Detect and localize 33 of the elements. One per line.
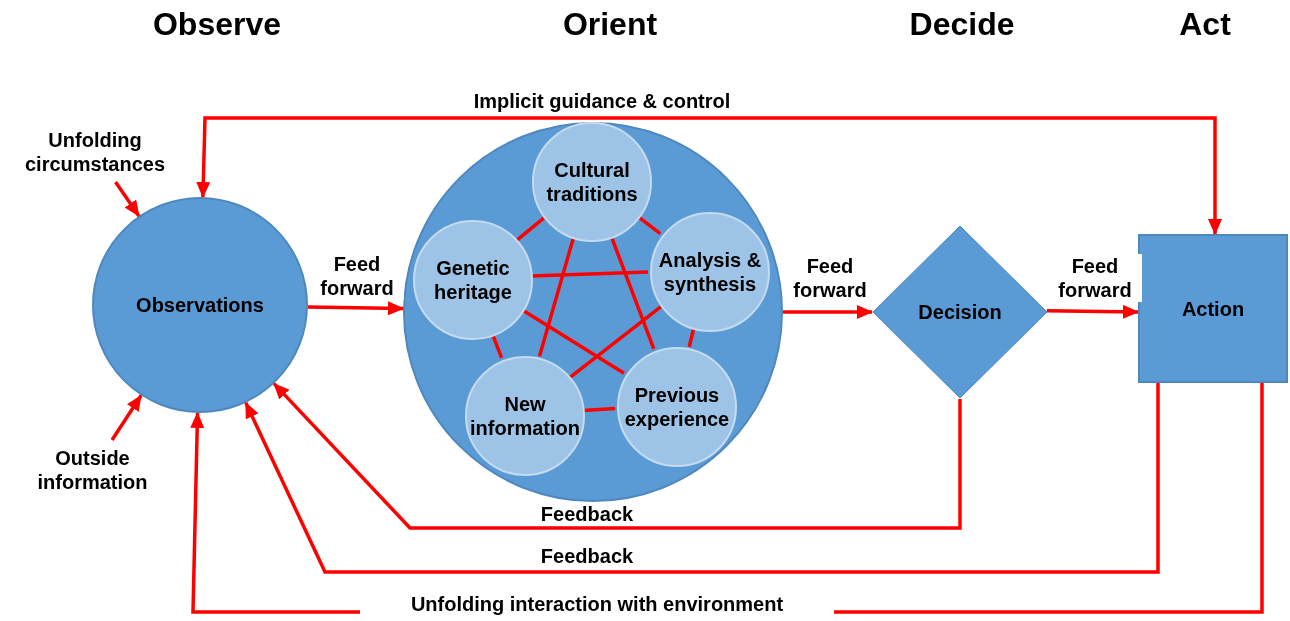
connector-line (687, 327, 696, 348)
node-label: Previous experience (623, 383, 731, 431)
decision-diamond (872, 225, 1048, 399)
arrow (244, 383, 1160, 574)
column-heading: Observe (151, 6, 283, 43)
connector-line (516, 216, 545, 242)
connector-line (582, 406, 616, 413)
node-label: Action (1180, 296, 1246, 321)
connector-line (537, 237, 576, 357)
node-label: Decision (917, 300, 1003, 324)
annotation-text: Outside information (10, 440, 175, 500)
arrow (110, 394, 143, 441)
double-arrow (196, 116, 1222, 235)
arrow (1046, 304, 1139, 319)
column-heading: Act (1178, 6, 1232, 43)
arrow (272, 382, 962, 530)
arrow (307, 301, 405, 316)
connector-line (521, 308, 625, 375)
action-box (1138, 234, 1288, 383)
node-label: Genetic heritage (433, 256, 513, 304)
node-label: Observations (135, 293, 265, 317)
connector-line (569, 305, 662, 379)
connector-line (530, 270, 649, 278)
node-label: Analysis & synthesis (658, 248, 762, 296)
arrow (783, 305, 873, 319)
node-label: New information (469, 392, 581, 440)
arrow (114, 181, 141, 217)
annotation-text: Unfolding circumstances (5, 122, 185, 182)
arrow (190, 383, 1264, 614)
factor-circle (532, 122, 652, 242)
node-label: Cultural traditions (545, 158, 639, 206)
column-heading: Orient (561, 6, 659, 43)
column-heading: Decide (908, 6, 1016, 43)
